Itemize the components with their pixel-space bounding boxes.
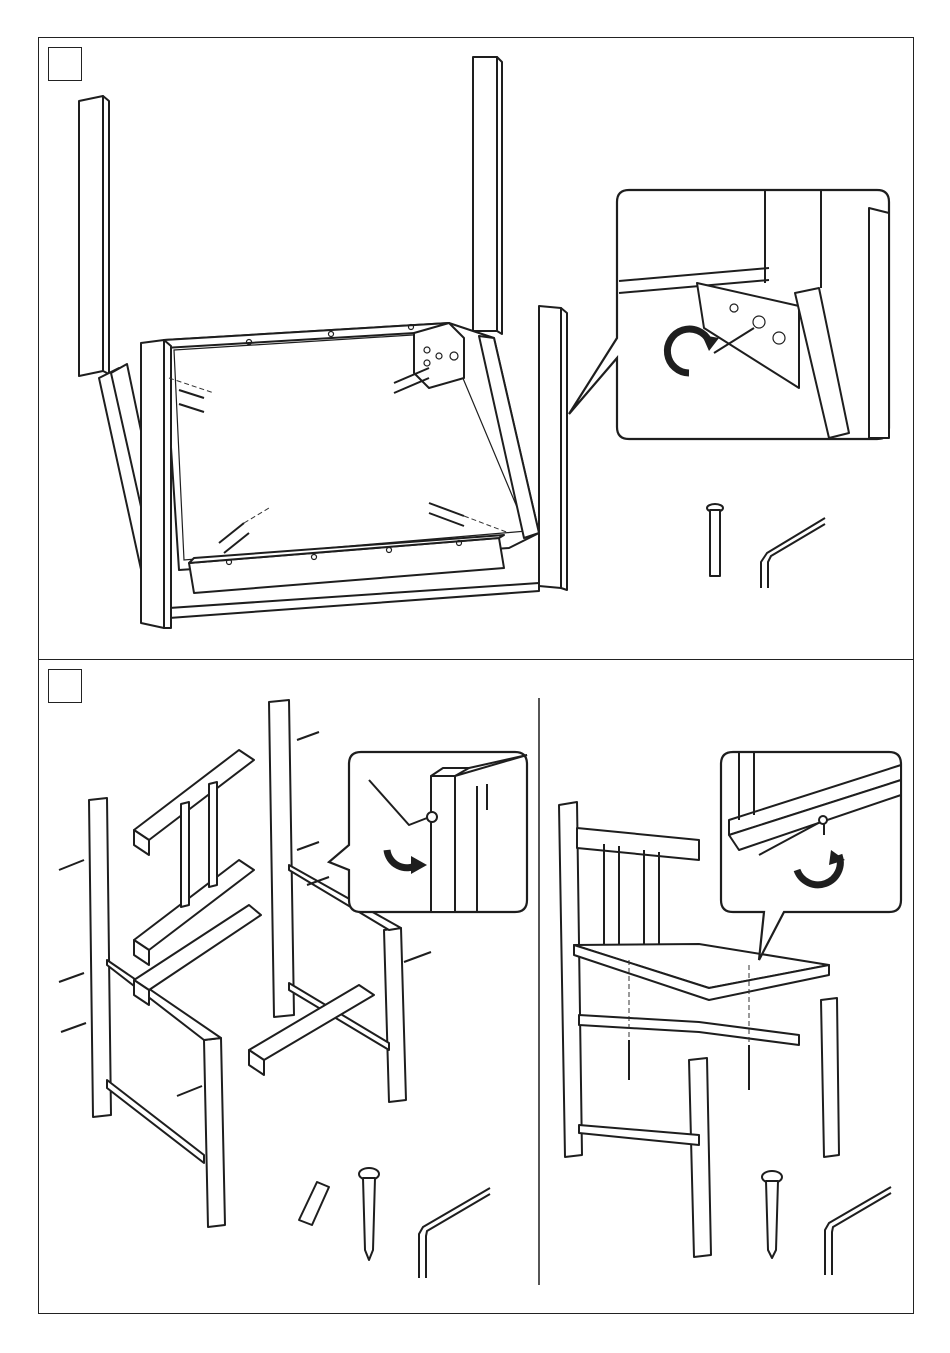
- allen-key-icon-2: [419, 1188, 490, 1278]
- table-leg-front-right: [539, 306, 567, 590]
- step-1-illustration: [39, 38, 915, 660]
- dowel-icon: [299, 1182, 329, 1225]
- callout-bolt-tighten: [569, 190, 889, 439]
- table-leg-front-left: [141, 340, 171, 628]
- backrest-rails: [134, 750, 261, 1005]
- bolt-icon: [707, 504, 723, 576]
- corner-bracket-back-right: [414, 323, 464, 388]
- callout-seat-screw: [721, 752, 901, 960]
- callout-screw-tighten: [329, 752, 527, 912]
- table-leg-back-right: [473, 57, 502, 334]
- step-1-panel: [39, 38, 913, 660]
- instruction-sheet: [38, 37, 914, 1314]
- wood-screw-icon: [359, 1168, 379, 1260]
- table-leg-back-left: [79, 96, 109, 376]
- allen-key-icon-3: [825, 1187, 891, 1275]
- step-2-illustration: [39, 660, 915, 1315]
- allen-key-icon: [761, 518, 825, 588]
- chair-side-frame-front: [89, 798, 225, 1227]
- wood-screw-icon-2: [762, 1171, 782, 1258]
- step-2-panel: [39, 660, 913, 1315]
